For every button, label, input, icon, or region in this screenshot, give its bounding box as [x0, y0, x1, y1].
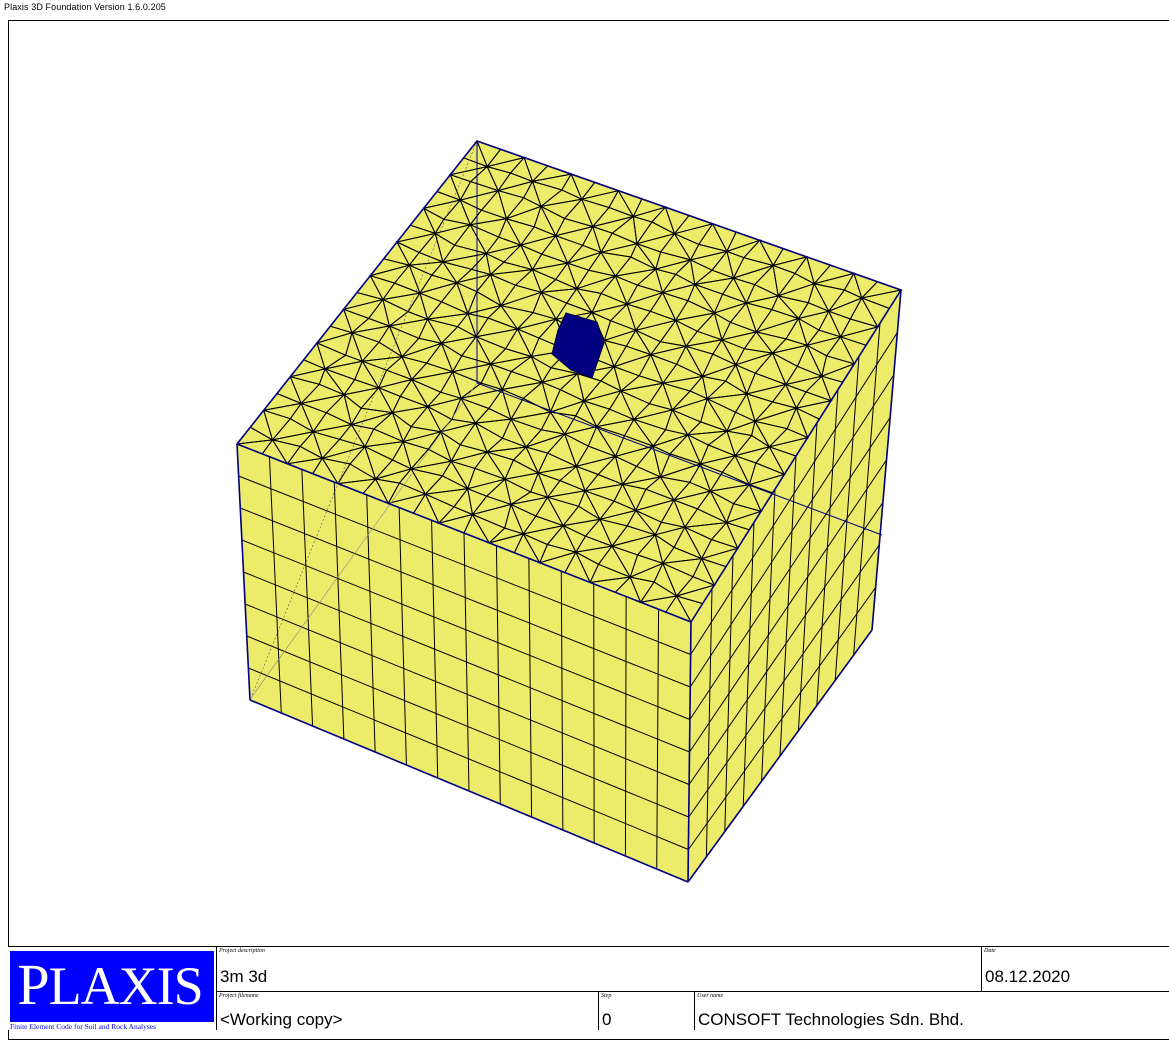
logo-initial: P — [17, 952, 48, 1017]
plaxis-logo: PLAXIS Finite Element Code for Soil and … — [8, 946, 216, 1030]
mesh-viewport[interactable] — [0, 0, 1169, 946]
project-description-label: Project description — [219, 948, 265, 954]
project-filename-cell: Project filename <Working copy> — [216, 991, 598, 1030]
user-name-value: CONSOFT Technologies Sdn. Bhd. — [698, 1010, 964, 1030]
project-filename-label: Project filename — [219, 993, 259, 999]
project-description-value: 3m 3d — [220, 967, 267, 987]
title-block: PLAXIS Finite Element Code for Soil and … — [8, 946, 1169, 1030]
logo-box: PLAXIS — [10, 951, 214, 1022]
user-name-label: User name — [697, 993, 723, 999]
date-value: 08.12.2020 — [985, 967, 1070, 987]
user-name-cell: User name CONSOFT Technologies Sdn. Bhd. — [694, 991, 1169, 1030]
project-filename-value: <Working copy> — [220, 1010, 343, 1030]
date-cell: Date 08.12.2020 — [981, 946, 1169, 991]
step-value: 0 — [602, 1010, 611, 1030]
step-cell: Step 0 — [598, 991, 694, 1030]
step-label: Step — [601, 993, 611, 999]
logo-rest: LAXIS — [49, 956, 203, 1016]
project-description-cell: Project description 3m 3d — [216, 946, 981, 991]
date-label: Date — [984, 948, 996, 954]
logo-text: PLAXIS — [10, 953, 210, 1018]
